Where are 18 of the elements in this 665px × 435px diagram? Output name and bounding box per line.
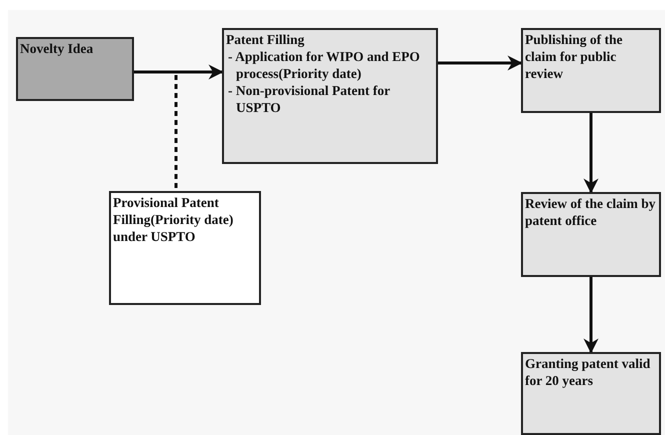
process-box [16, 37, 134, 101]
bullet-item: - Non-provisional Patent for USPTO [227, 82, 391, 116]
process-box [109, 191, 261, 305]
box-text: Publishing of the claim for public review [525, 31, 624, 82]
arrow [584, 113, 598, 194]
process-box [521, 192, 661, 277]
box-text: Novelty Idea [20, 40, 94, 57]
box-text: Granting patent valid for 20 years [525, 355, 652, 389]
arrow [134, 64, 224, 80]
process-box [521, 28, 661, 113]
box-text: Provisional Patent Filling(Priority date) under USPTO [113, 194, 234, 245]
process-box [521, 352, 661, 435]
process-box [222, 28, 438, 164]
arrow [584, 277, 598, 354]
box-heading: Patent Filling [226, 31, 306, 48]
box-text: Review of the claim by patent office [525, 195, 656, 229]
arrow [438, 56, 522, 70]
bullet-item: - Application for WIPO and EPO process(Priority date) [227, 48, 421, 82]
